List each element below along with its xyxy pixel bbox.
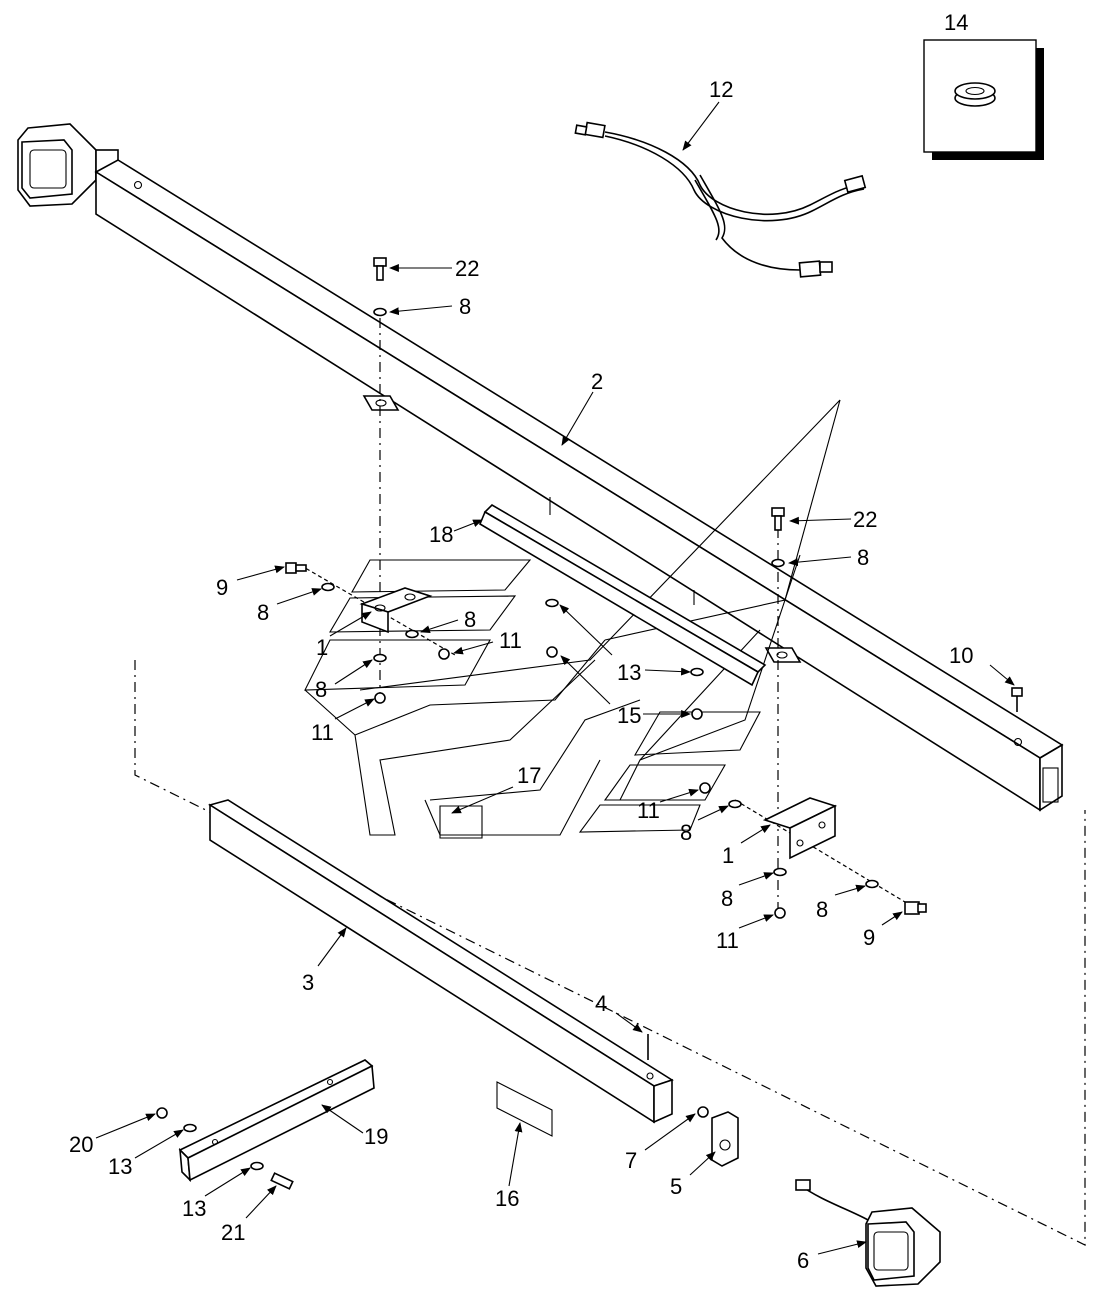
channel-18 bbox=[478, 497, 767, 687]
callout-11-center: 11 bbox=[637, 798, 660, 823]
callout-9-right: 9 bbox=[863, 925, 875, 950]
callout-8-left-b: 8 bbox=[464, 607, 476, 632]
main-bar bbox=[94, 159, 1064, 812]
right-bracket bbox=[762, 797, 838, 860]
callout-8-right-upper: 8 bbox=[857, 545, 869, 570]
callout-13-left-a: 13 bbox=[108, 1154, 132, 1179]
callout-8-left-a: 8 bbox=[257, 600, 269, 625]
callout-1-left: 1 bbox=[316, 635, 328, 660]
left-bracket bbox=[359, 587, 433, 634]
mount-plate-5 bbox=[697, 1106, 739, 1167]
callout-12: 12 bbox=[709, 77, 733, 102]
callout-15: 15 bbox=[617, 703, 641, 728]
angle-bracket-19 bbox=[178, 1059, 375, 1183]
callout-13-center: 13 bbox=[617, 660, 641, 685]
callout-8-right-b: 8 bbox=[816, 897, 828, 922]
decal-16 bbox=[496, 1081, 553, 1137]
callout-11-right: 11 bbox=[716, 928, 739, 953]
callout-6: 6 bbox=[797, 1248, 809, 1273]
leader-lines bbox=[95, 101, 1015, 1255]
callout-14: 14 bbox=[944, 10, 968, 35]
right-lamp bbox=[795, 1179, 941, 1287]
callout-11-left-a: 11 bbox=[499, 628, 522, 653]
callout-20: 20 bbox=[69, 1132, 93, 1157]
callout-13-left-b: 13 bbox=[182, 1196, 206, 1221]
hardware-19 bbox=[156, 1107, 294, 1190]
callout-8-top: 8 bbox=[459, 294, 471, 319]
callout-2: 2 bbox=[591, 369, 603, 394]
callout-3: 3 bbox=[302, 970, 314, 995]
lower-bar bbox=[208, 799, 674, 1124]
wiring-harness bbox=[574, 121, 867, 278]
callout-11-left-b: 11 bbox=[311, 720, 334, 745]
callout-21: 21 bbox=[221, 1220, 245, 1245]
bolt-axis-right-horizontal bbox=[734, 799, 911, 906]
callout-16: 16 bbox=[495, 1186, 519, 1211]
callout-18: 18 bbox=[429, 522, 453, 547]
callout-10: 10 bbox=[949, 643, 973, 668]
callout-19: 19 bbox=[364, 1124, 388, 1149]
callout-8-center: 8 bbox=[680, 820, 692, 845]
assembly-outline bbox=[134, 660, 1086, 1246]
callout-7: 7 bbox=[625, 1148, 637, 1173]
callout-17: 17 bbox=[517, 763, 541, 788]
bolt-axis-left-horizontal bbox=[299, 564, 456, 656]
callout-8-left-c: 8 bbox=[315, 677, 327, 702]
hardware bbox=[285, 257, 1023, 919]
callout-5: 5 bbox=[670, 1174, 682, 1199]
callout-8-right-a: 8 bbox=[721, 886, 733, 911]
grommet-inset bbox=[923, 39, 1044, 160]
callout-4: 4 bbox=[595, 991, 607, 1016]
callout-22-right: 22 bbox=[853, 507, 877, 532]
callout-labels: 14 12 22 8 2 22 18 8 9 8 8 1 11 8 13 11 … bbox=[69, 10, 973, 1273]
callout-22-top: 22 bbox=[455, 256, 479, 281]
decal-panels bbox=[304, 399, 841, 839]
callout-1-right: 1 bbox=[722, 843, 734, 868]
callout-9-left: 9 bbox=[216, 575, 228, 600]
